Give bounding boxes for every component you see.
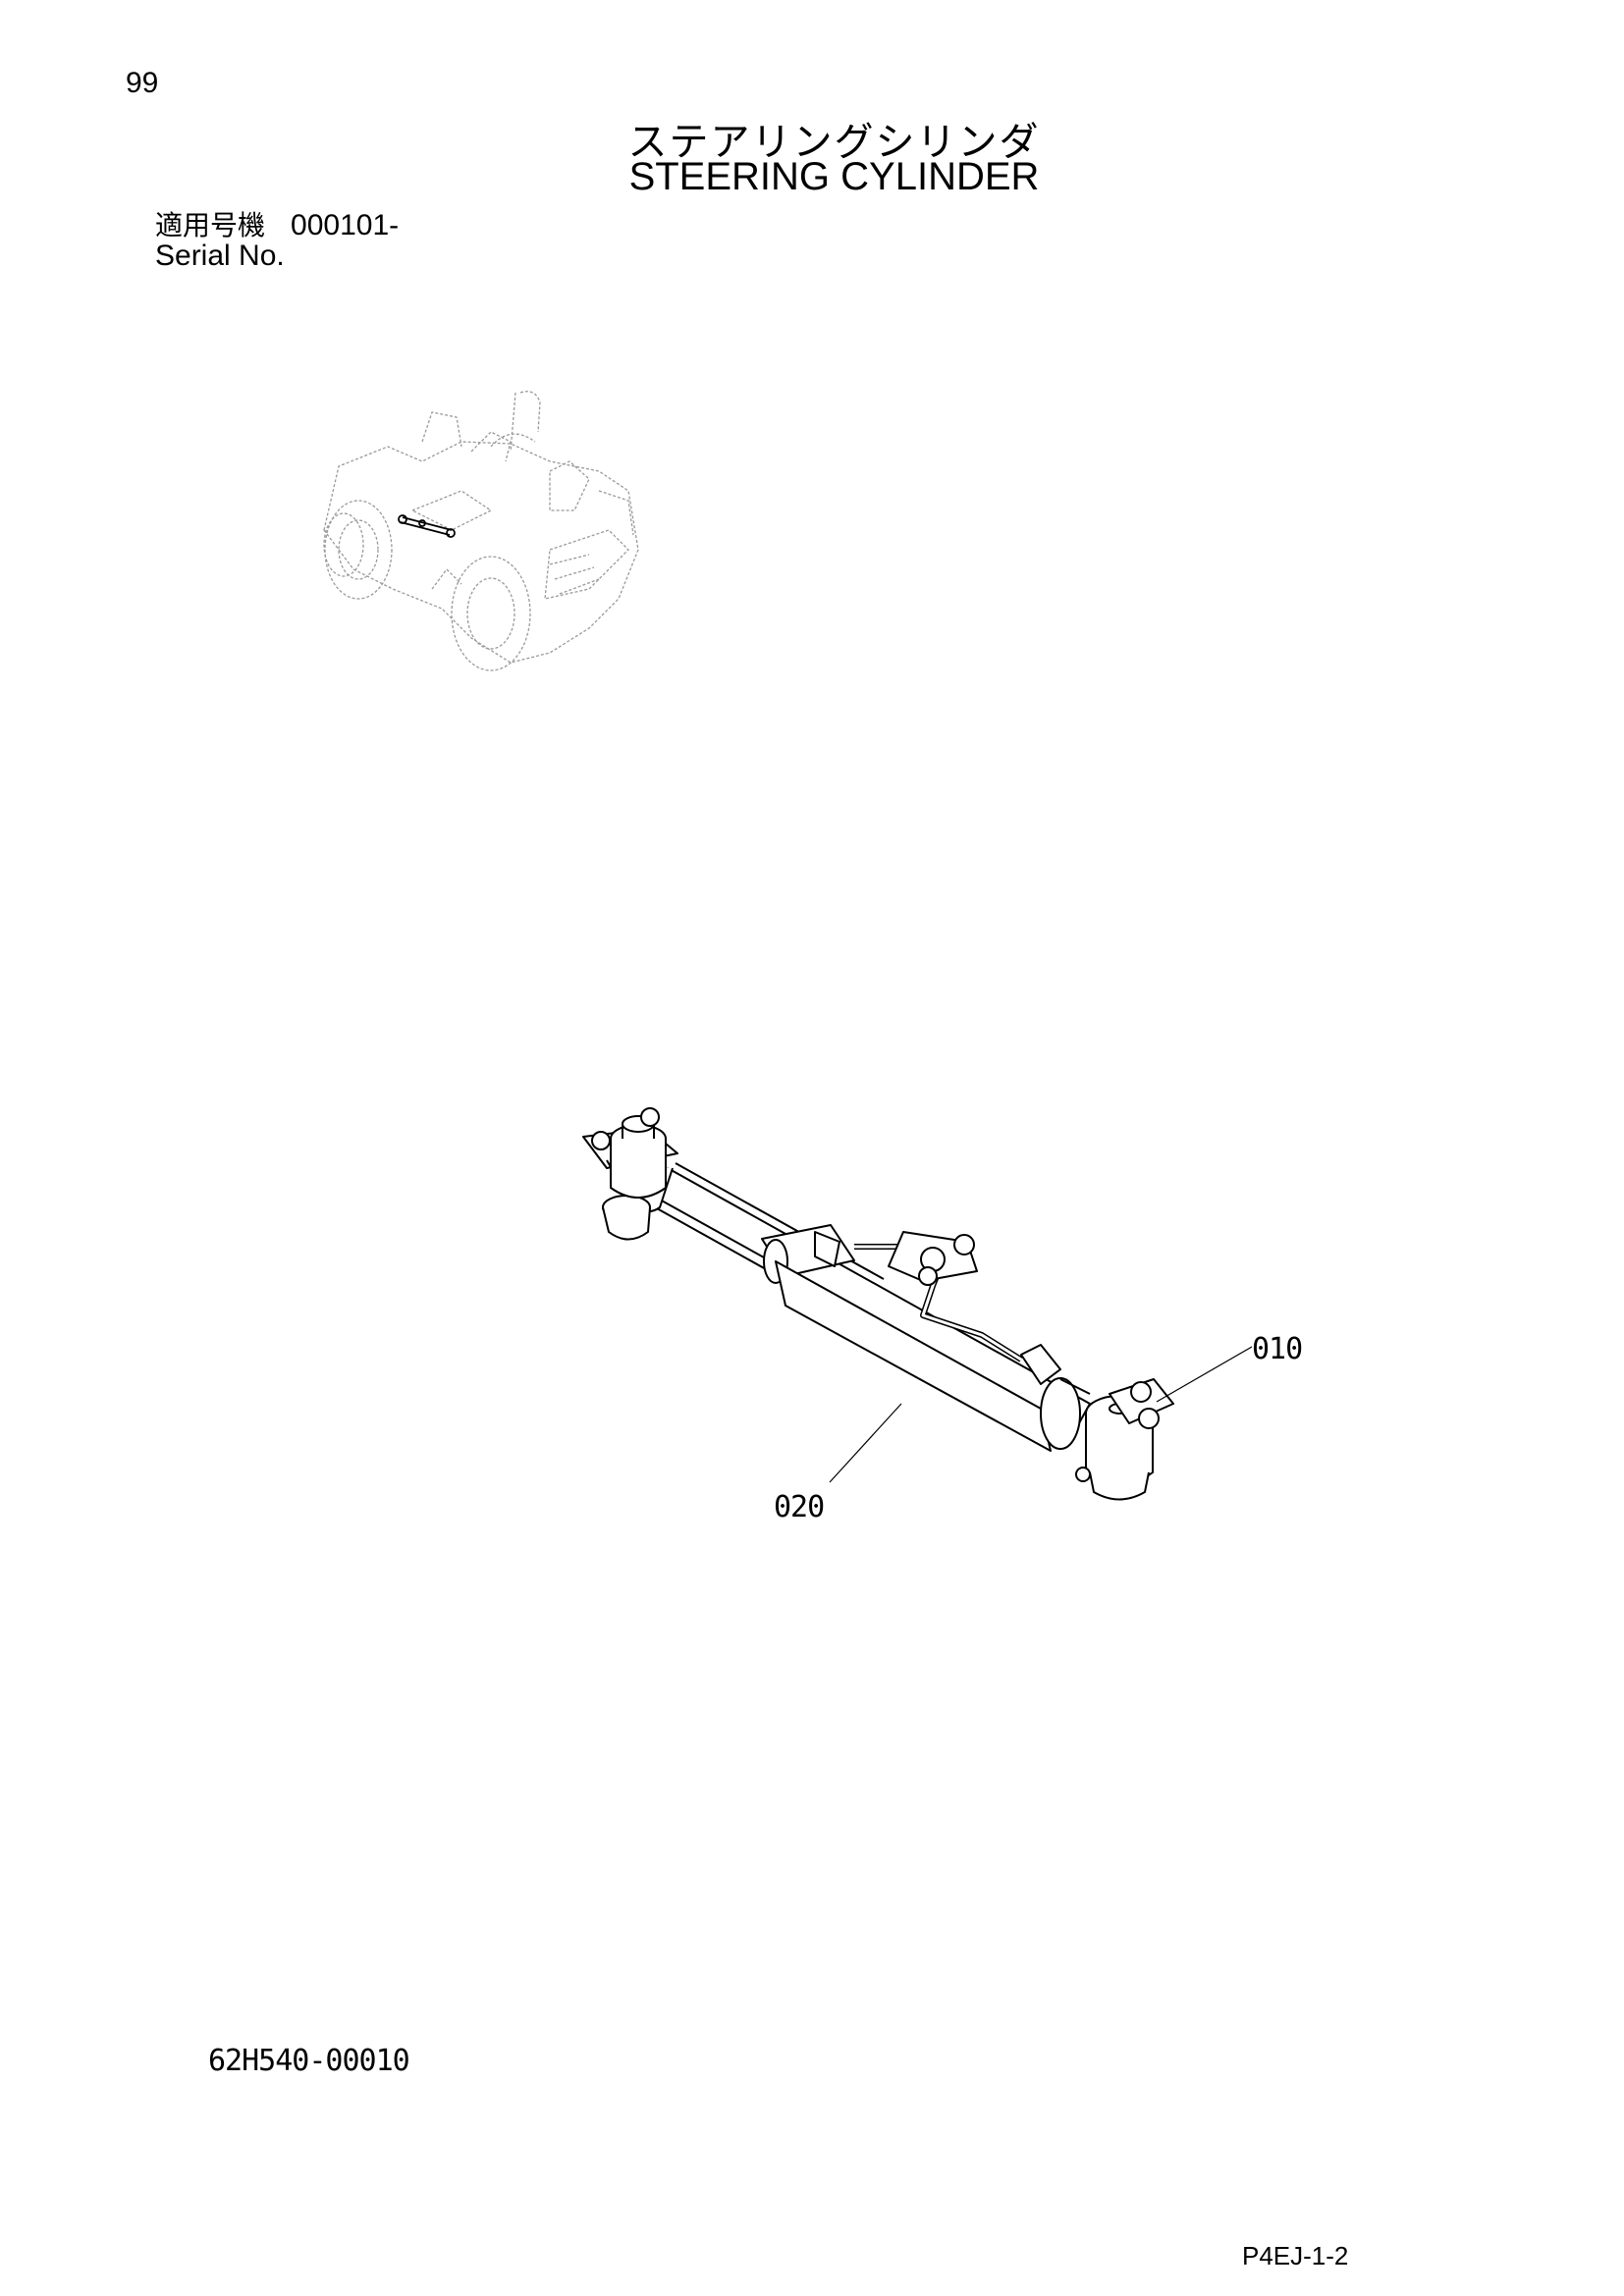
location-indicator xyxy=(398,514,456,538)
callout-020: 020 xyxy=(774,1490,825,1524)
leader-line-010 xyxy=(1156,1346,1253,1403)
page-title-japanese: ステアリングシリンダ xyxy=(627,120,1041,165)
page-code: P4EJ-1-2 xyxy=(1242,2241,1349,2270)
page-title-english: STEERING CYLINDER xyxy=(628,155,1040,198)
serial-row: 適用号機 000101- xyxy=(155,204,399,243)
drawing-number: 62H540-00010 xyxy=(208,2044,410,2078)
serial-label-english: Serial No. xyxy=(155,240,285,272)
callout-010: 010 xyxy=(1252,1332,1303,1366)
serial-label-japanese: 適用号機 xyxy=(155,209,266,241)
serial-value: 000101- xyxy=(291,209,400,241)
leader-lines xyxy=(829,1346,1253,1483)
steering-cylinder-drawing xyxy=(582,1107,1174,1501)
leader-line-020 xyxy=(829,1403,902,1483)
page-number: 99 xyxy=(126,67,159,99)
machine-location-diagram xyxy=(323,391,639,671)
